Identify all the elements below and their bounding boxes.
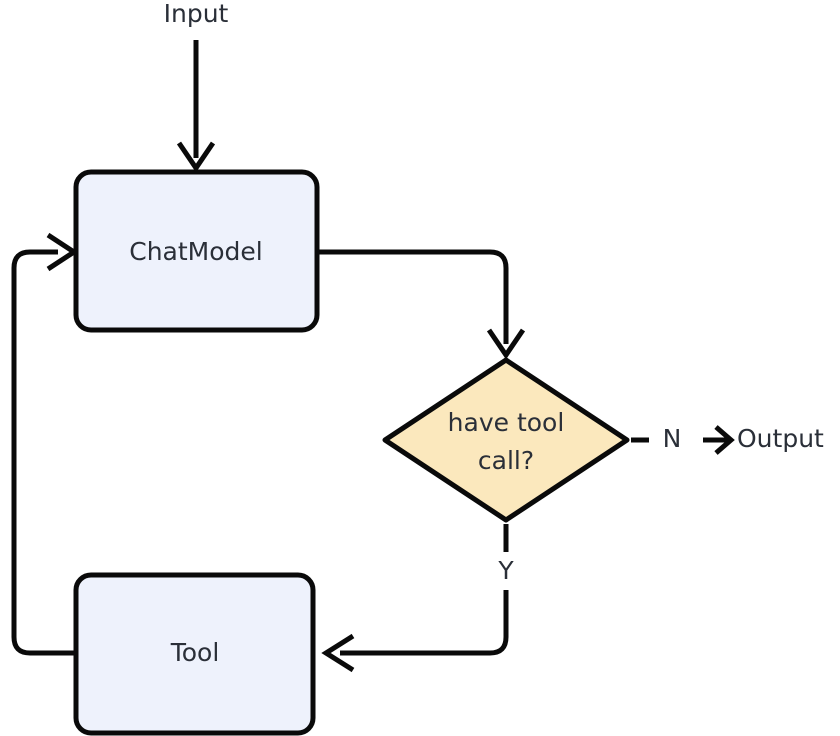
edge-label-y: Y <box>497 556 514 585</box>
chatmodel-box[interactable] <box>73 169 320 333</box>
output-arrow-icon <box>703 425 735 455</box>
chatmodel-label: ChatModel <box>129 237 262 266</box>
edge-label-n: N <box>663 424 682 453</box>
edge-tool-to-chatmodel <box>11 232 79 656</box>
decision-diamond[interactable] <box>382 357 630 523</box>
node-decision[interactable]: have tool call? <box>382 357 630 523</box>
edge-input-to-chatmodel <box>176 40 216 173</box>
node-tool[interactable]: Tool <box>73 572 316 736</box>
decision-label-line2: call? <box>478 446 534 475</box>
decision-label-line1: have tool <box>448 408 565 437</box>
input-label: Input <box>164 0 229 28</box>
node-chatmodel[interactable]: ChatModel <box>73 169 320 333</box>
edge-decision-to-tool <box>321 524 509 673</box>
edge-chatmodel-to-decision <box>319 249 526 360</box>
tool-label: Tool <box>170 638 220 667</box>
output-label: Output <box>737 424 824 453</box>
tool-box[interactable] <box>73 572 316 736</box>
